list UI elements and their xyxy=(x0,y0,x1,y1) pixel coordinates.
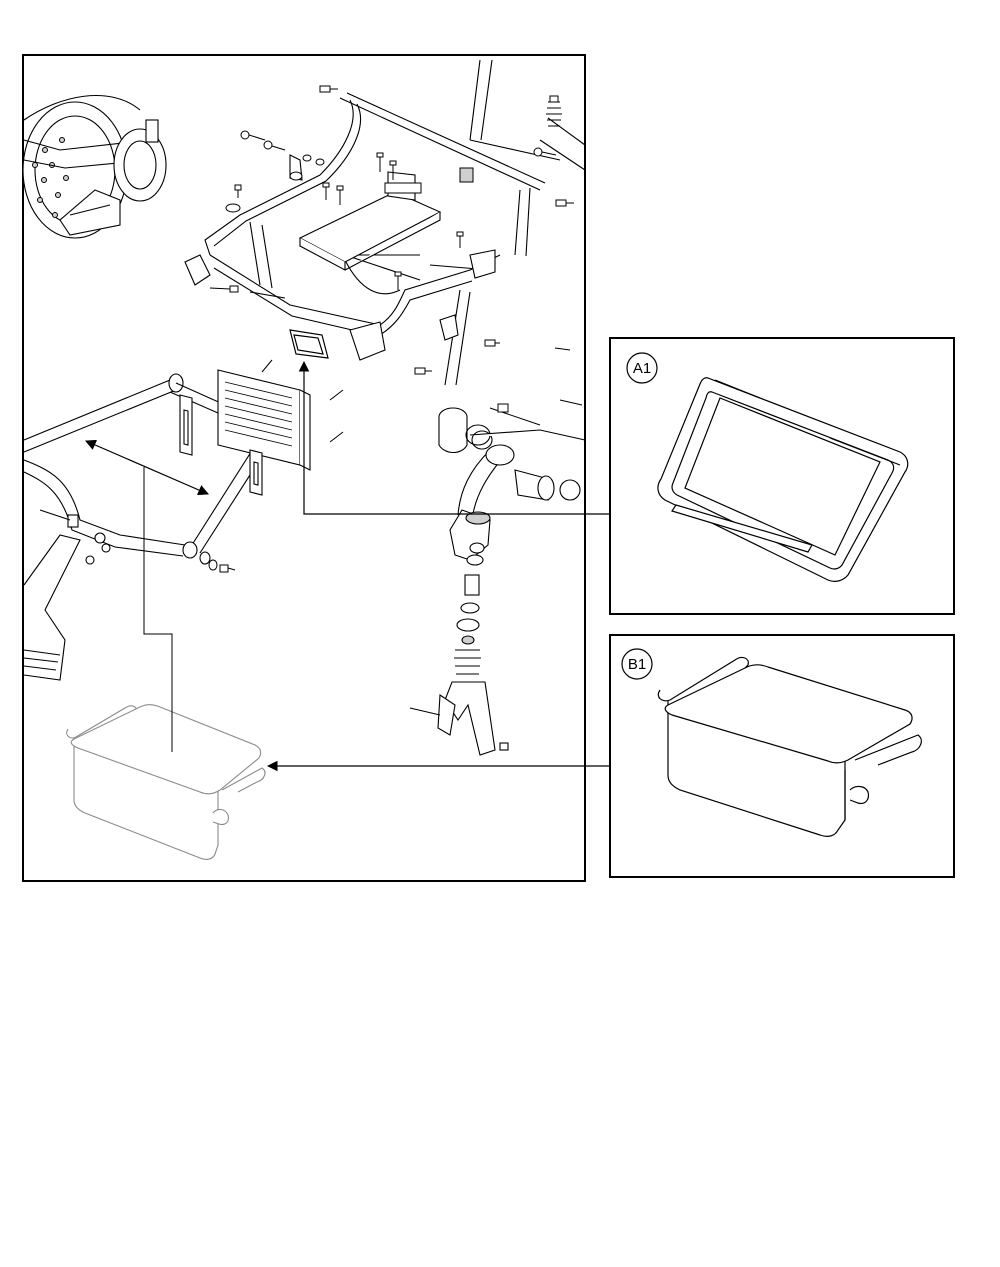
bolt xyxy=(319,85,338,93)
fastener-hardware xyxy=(209,85,583,443)
bolt xyxy=(240,130,266,141)
callout-b1-badge xyxy=(621,648,653,680)
leader-lines xyxy=(143,360,610,772)
bolt xyxy=(336,185,344,205)
bolt xyxy=(263,140,286,151)
washer xyxy=(225,203,241,213)
bolt xyxy=(234,184,242,198)
bolt xyxy=(394,271,402,290)
bolt xyxy=(456,231,464,248)
mounting-plate xyxy=(184,154,496,361)
washer xyxy=(302,154,312,162)
width-adjust-arrow xyxy=(85,439,209,496)
bolt xyxy=(376,152,384,172)
bolt xyxy=(329,389,344,401)
part-a1-enlarged xyxy=(657,377,909,582)
part-b1-on-chair xyxy=(66,704,266,860)
callout-b1-panel: B1 xyxy=(609,634,955,878)
part-b1-enlarged xyxy=(657,656,922,837)
callout-a1-badge xyxy=(626,352,658,384)
connector-strip xyxy=(384,182,422,194)
tube-end-hardware xyxy=(199,551,236,573)
bolt xyxy=(489,403,541,426)
control-module xyxy=(217,369,311,471)
bolt xyxy=(322,182,330,200)
bolt xyxy=(414,367,432,375)
bolt xyxy=(329,431,344,443)
washer xyxy=(315,158,325,166)
grommet xyxy=(459,167,474,183)
bolt xyxy=(209,285,239,293)
footrest-hanger xyxy=(23,509,111,681)
callout-b1-label: B1 xyxy=(628,656,646,673)
bolt xyxy=(484,339,500,347)
callout-a1-panel: A1 xyxy=(609,337,955,615)
leader-line-a1 xyxy=(298,360,610,515)
bolt xyxy=(389,160,397,180)
leader-line-width xyxy=(143,467,173,752)
bolt xyxy=(261,359,273,373)
bolt xyxy=(533,147,557,157)
bolt xyxy=(559,399,583,406)
spring xyxy=(546,95,562,127)
bolt xyxy=(555,199,574,207)
caster-fork-assembly xyxy=(409,407,586,756)
bolt xyxy=(249,291,286,299)
bolt xyxy=(554,347,571,351)
washer xyxy=(289,171,303,181)
part-a1-on-frame xyxy=(289,329,329,359)
callout-a1-label: A1 xyxy=(633,360,651,377)
drive-wheel-motor-assembly xyxy=(22,94,167,239)
